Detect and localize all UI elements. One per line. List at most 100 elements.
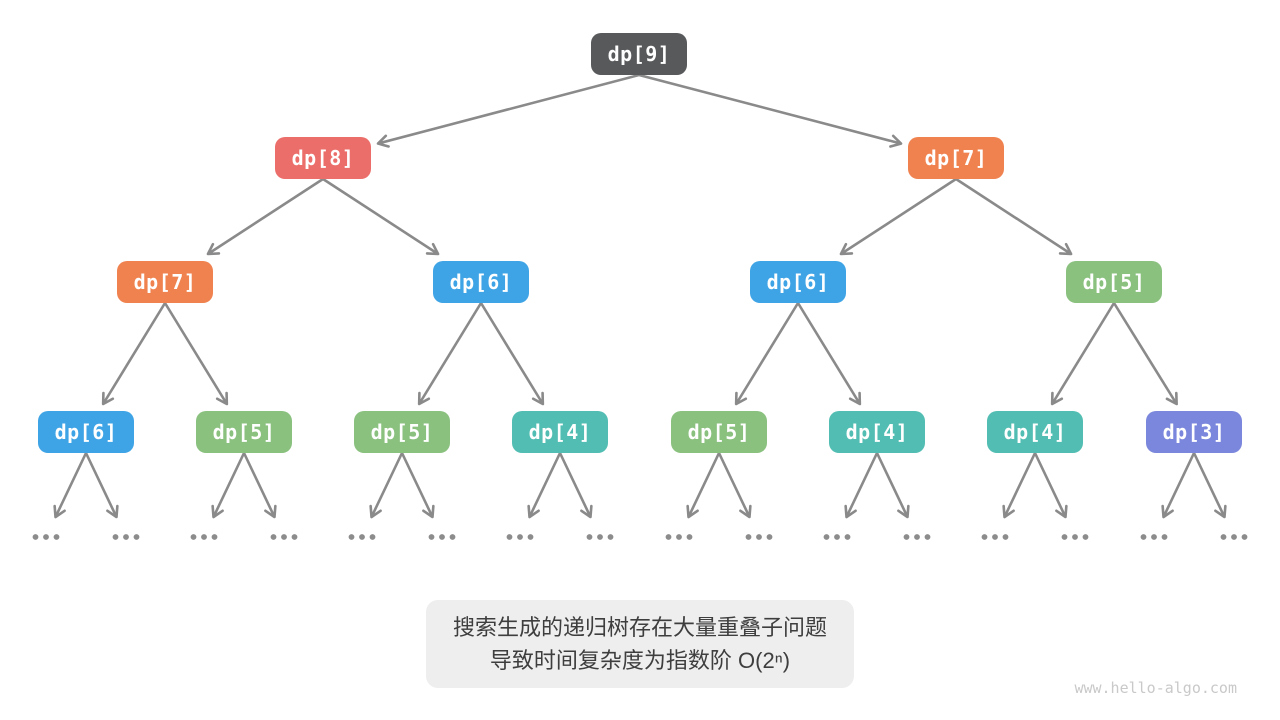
ellipsis-dot <box>1231 534 1237 540</box>
ellipsis-dot <box>586 534 593 540</box>
ellipsis-dot <box>1140 534 1147 540</box>
ellipsis-leaf <box>32 534 60 540</box>
ellipsis-leaf <box>270 534 298 540</box>
ellipsis-dot <box>981 534 988 540</box>
ellipsis-dot <box>766 534 773 540</box>
edge-arrow <box>1192 452 1227 519</box>
edge-arrow <box>376 73 640 148</box>
edge-arrow <box>242 452 277 519</box>
ellipsis-dot <box>281 534 287 540</box>
edge-arrow <box>101 302 167 406</box>
ellipsis-dot <box>665 534 672 540</box>
edge-arrow <box>369 452 404 519</box>
ellipsis-leaf <box>190 534 218 540</box>
ellipsis-dot <box>676 534 682 540</box>
tree-node-dp5d: dp[5] <box>671 411 767 453</box>
tree-node-dp7r: dp[7] <box>908 137 1004 179</box>
ellipsis-dot <box>1072 534 1078 540</box>
edge-arrow <box>322 177 440 256</box>
ellipsis-dot <box>270 534 277 540</box>
tree-node-dp6b: dp[6] <box>750 261 846 303</box>
ellipsis-dot <box>32 534 39 540</box>
ellipsis-dot <box>686 534 693 540</box>
ellipsis-leaf <box>1220 534 1248 540</box>
edge-arrow <box>1050 302 1116 406</box>
tree-node-dp5a: dp[5] <box>1066 261 1162 303</box>
tree-node-dp6c: dp[6] <box>38 411 134 453</box>
edge-arrow <box>1112 302 1178 406</box>
ellipsis-dot <box>1161 534 1168 540</box>
ellipsis-dot <box>369 534 376 540</box>
ellipsis-dot <box>924 534 931 540</box>
edge-arrow <box>558 452 593 519</box>
ellipsis-leaf <box>823 534 851 540</box>
ellipsis-dot <box>43 534 49 540</box>
ellipsis-dot <box>844 534 851 540</box>
ellipsis-dot <box>348 534 355 540</box>
ellipsis-dot <box>359 534 365 540</box>
ellipsis-leaf <box>506 534 534 540</box>
edge-arrow <box>211 452 246 519</box>
ellipsis-dot <box>211 534 218 540</box>
tree-node-dp7l: dp[7] <box>117 261 213 303</box>
edge-arrow <box>400 452 435 519</box>
ellipsis-leaf <box>981 534 1009 540</box>
ellipsis-leaf <box>745 534 773 540</box>
edge-arrow <box>479 302 545 406</box>
tree-node-dp4a: dp[4] <box>512 411 608 453</box>
ellipsis-dot <box>527 534 534 540</box>
ellipsis-dot <box>1061 534 1068 540</box>
edge-arrow <box>417 302 483 406</box>
ellipsis-dot <box>823 534 830 540</box>
ellipsis-dot <box>428 534 435 540</box>
ellipsis-dot <box>903 534 910 540</box>
ellipsis-leaf <box>428 534 456 540</box>
edge-arrow <box>955 177 1073 256</box>
ellipsis-dot <box>834 534 840 540</box>
ellipsis-leaf <box>112 534 140 540</box>
edge-arrow <box>84 452 119 519</box>
tree-node-dp4b: dp[4] <box>829 411 925 453</box>
ellipsis-dot <box>745 534 752 540</box>
tree-node-dp8: dp[8] <box>275 137 371 179</box>
ellipsis-dot <box>1241 534 1248 540</box>
tree-node-dp4c: dp[4] <box>987 411 1083 453</box>
tree-node-dp5c: dp[5] <box>354 411 450 453</box>
ellipsis-dot <box>1151 534 1157 540</box>
ellipsis-dot <box>1220 534 1227 540</box>
ellipsis-leaf <box>903 534 931 540</box>
ellipsis-dot <box>133 534 140 540</box>
tree-node-dp3: dp[3] <box>1146 411 1242 453</box>
ellipsis-leaf <box>586 534 614 540</box>
caption-line1: 搜索生成的递归树存在大量重叠子问题 <box>452 615 828 640</box>
edge-arrow <box>206 177 324 256</box>
edge-arrow <box>163 302 229 406</box>
edge-arrow <box>527 452 562 519</box>
edge-arrow <box>1002 452 1037 519</box>
ellipsis-dot <box>607 534 614 540</box>
edge-arrow <box>1033 452 1068 519</box>
tree-node-dp6a: dp[6] <box>433 261 529 303</box>
ellipsis-dot <box>506 534 513 540</box>
tree-node-dp9: dp[9] <box>591 33 687 75</box>
edge-arrow <box>796 302 862 406</box>
ellipsis-dot <box>449 534 456 540</box>
ellipsis-dot <box>112 534 119 540</box>
ellipsis-dot <box>1082 534 1089 540</box>
edge-arrow <box>686 452 721 519</box>
edge-arrow <box>717 452 752 519</box>
ellipsis-leaf <box>1140 534 1168 540</box>
edge-arrow <box>1161 452 1196 519</box>
ellipsis-dot <box>992 534 998 540</box>
edge-arrow <box>839 177 957 256</box>
ellipsis-dot <box>190 534 197 540</box>
watermark: www.hello-algo.com <box>1074 679 1237 697</box>
ellipsis-leaf <box>665 534 693 540</box>
ellipsis-dot <box>291 534 298 540</box>
edge-arrow <box>844 452 879 519</box>
caption-box: 搜索生成的递归树存在大量重叠子问题 导致时间复杂度为指数阶 O(2ⁿ) <box>425 600 855 688</box>
ellipsis-dot <box>53 534 60 540</box>
ellipsis-dot <box>123 534 129 540</box>
